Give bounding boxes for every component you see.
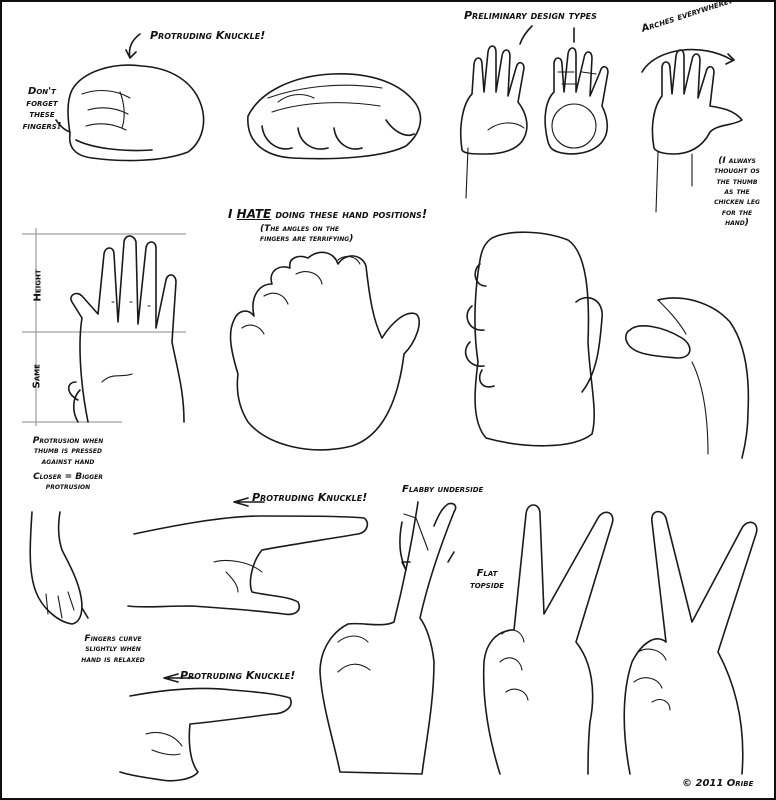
peace-sign-sketch-2 xyxy=(623,510,758,775)
label-chicken-leg: (I always thought os the thumb as the ch… xyxy=(714,156,760,229)
preliminary-hands xyxy=(459,45,743,213)
label-protrusion: Protrusion when thumb is pressed against… xyxy=(32,436,104,467)
pointing-hand-sketch-2 xyxy=(119,687,292,782)
label-copyright: © 2011 Oribe xyxy=(682,778,754,789)
label-closer: Closer = Bigger protrusion xyxy=(33,472,103,493)
hate-word: HATE xyxy=(236,207,272,221)
label-preliminary: Preliminary design types xyxy=(464,9,597,22)
peace-sign-sketch-1 xyxy=(482,504,614,775)
label-protruding-knuckle-bottom: Protruding Knuckle! xyxy=(180,669,296,682)
label-protruding-knuckle-top: Protruding Knuckle! xyxy=(150,29,266,42)
back-of-hand-sketch xyxy=(67,235,185,423)
label-angles-note: (The angles on the fingers are terrifyin… xyxy=(260,224,354,245)
label-protruding-knuckle-mid: Protruding Knuckle! xyxy=(252,491,368,504)
annotation-arrows xyxy=(55,25,575,683)
fist-sketch-2 xyxy=(247,73,422,160)
foreshortened-hand-sketch xyxy=(229,251,420,451)
hate-suffix: doing these hand positions! xyxy=(271,207,428,221)
side-hand-sketch xyxy=(625,297,750,459)
label-hate: I HATE doing these hand positions! xyxy=(228,207,428,222)
measure-guides xyxy=(22,228,186,426)
label-flat-topside: Flat topside xyxy=(469,568,505,591)
gripping-hand-sketch xyxy=(464,231,603,447)
label-flabby: Flabby underside xyxy=(402,484,484,495)
label-same: Same xyxy=(31,364,43,389)
hate-prefix: I xyxy=(228,207,237,221)
two-finger-side-sketch xyxy=(319,501,457,775)
fist-sketch-1 xyxy=(67,64,205,162)
relaxed-hand-sketch xyxy=(29,511,83,625)
pointing-hand-sketch-1 xyxy=(127,515,369,616)
label-dont-forget: Don't forget these fingers! xyxy=(22,86,62,132)
label-height: Height xyxy=(32,269,44,302)
label-fingers-curve: Fingers curve slightly when hand is rela… xyxy=(81,634,145,665)
